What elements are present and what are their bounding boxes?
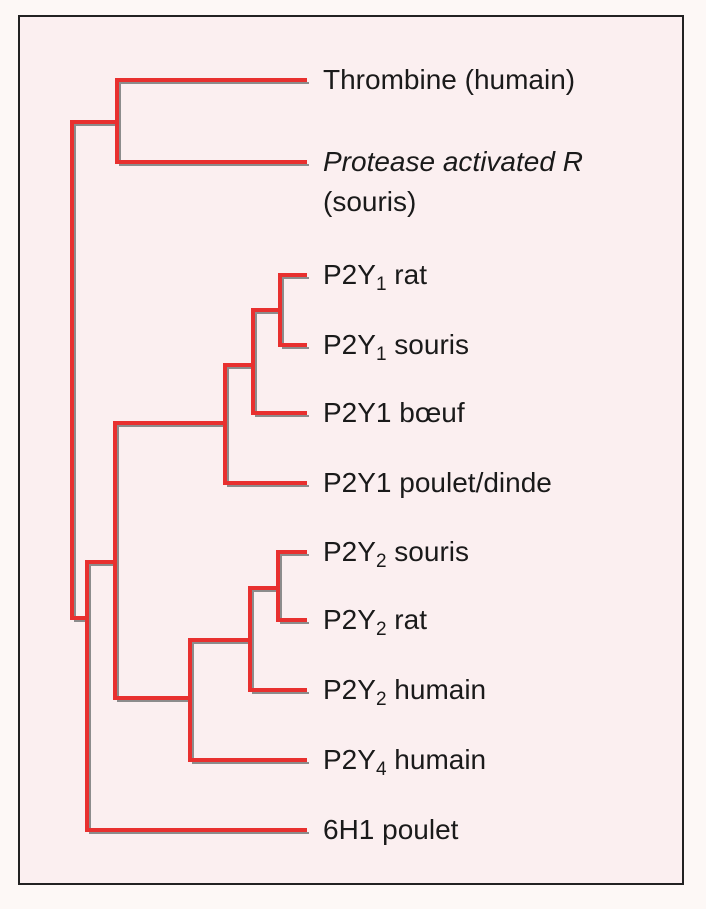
leaf-text: rat: [386, 604, 427, 635]
leaf-label-p2y1-poulet-dinde: P2Y1 poulet/dinde: [323, 466, 552, 500]
leaf-text: P2Y: [323, 604, 376, 635]
leaf-label-6h1-poulet: 6H1 poulet: [323, 813, 458, 847]
leaf-text: Protease activated R: [323, 146, 583, 177]
leaf-text: 6H1 poulet: [323, 814, 459, 845]
leaf-label-p2y1-boeuf: P2Y1 bœuf: [323, 396, 465, 430]
leaf-text: humain: [386, 674, 487, 705]
leaf-label-p2y4-humain: P2Y4 humain: [323, 743, 487, 780]
leaf-subscript: 1: [375, 344, 387, 365]
leaf-label-p2y1-souris: P2Y1 souris: [323, 328, 469, 365]
leaf-subscript: 4: [375, 759, 387, 780]
leaf-label-par-line2: (souris): [323, 186, 417, 217]
leaf-label-p2y2-souris: P2Y2 souris: [323, 535, 469, 572]
leaf-text: rat: [386, 259, 427, 290]
leaf-subscript: 2: [375, 689, 387, 710]
leaf-text: humain: [386, 744, 487, 775]
leaf-label-p2y2-rat: P2Y2 rat: [323, 603, 427, 640]
leaf-text: Thrombine (humain): [323, 64, 576, 95]
leaf-subscript: 2: [375, 619, 387, 640]
leaf-text: souris: [386, 536, 469, 567]
leaf-text: P2Y: [323, 329, 376, 360]
leaf-subscript: 1: [375, 274, 387, 295]
leaf-label-thrombine: Thrombine (humain): [323, 63, 575, 97]
leaf-text: P2Y1 bœuf: [323, 397, 465, 428]
leaf-text: P2Y1 poulet/dinde: [323, 467, 552, 498]
leaf-label-par: Protease activated R: [323, 145, 583, 179]
leaf-text: P2Y: [323, 536, 376, 567]
leaf-text: souris: [386, 329, 469, 360]
leaf-label-p2y2-humain: P2Y2 humain: [323, 673, 487, 710]
leaf-text: P2Y: [323, 674, 376, 705]
leaf-text: P2Y: [323, 259, 376, 290]
leaf-label-p2y1-rat: P2Y1 rat: [323, 258, 427, 295]
leaf-subscript: 2: [375, 551, 387, 572]
leaf-text: P2Y: [323, 744, 376, 775]
